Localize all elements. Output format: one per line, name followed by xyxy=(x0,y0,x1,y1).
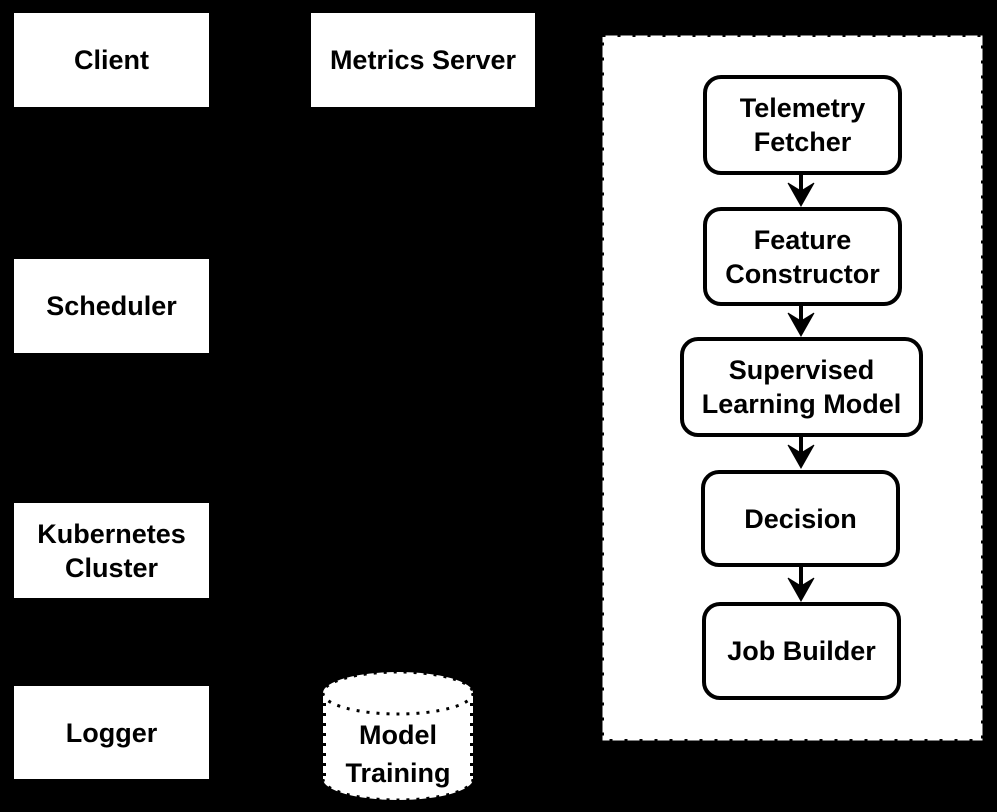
node-logger: Logger xyxy=(14,686,209,779)
step-telemetry-fetcher: Telemetry Fetcher xyxy=(703,75,902,175)
node-kubernetes-cluster-label: Kubernetes Cluster xyxy=(37,518,186,583)
node-scheduler: Scheduler xyxy=(14,259,209,353)
node-metrics-server: Metrics Server xyxy=(311,13,535,107)
node-model-training: Model Training xyxy=(323,712,473,796)
step-job-builder-label: Job Builder xyxy=(727,636,876,666)
flow-arrow-1 xyxy=(787,175,815,208)
node-client-label: Client xyxy=(73,45,149,75)
step-decision-label: Decision xyxy=(744,503,857,534)
step-telemetry-fetcher-label: Telemetry Fetcher xyxy=(739,93,866,157)
step-job-builder: Job Builder xyxy=(702,602,901,700)
node-client: Client xyxy=(14,13,209,107)
node-scheduler-label: Scheduler xyxy=(46,291,177,321)
node-kubernetes-cluster: Kubernetes Cluster xyxy=(14,503,209,598)
node-logger-label: Logger xyxy=(65,717,158,748)
node-metrics-server-label: Metrics Server xyxy=(329,45,517,75)
step-feature-constructor-label: Feature Constructor xyxy=(725,224,880,289)
step-feature-constructor: Feature Constructor xyxy=(703,207,902,306)
flow-arrow-3 xyxy=(787,437,815,470)
step-supervised-learning-model: Supervised Learning Model xyxy=(680,337,923,437)
step-supervised-learning-model-label: Supervised Learning Model xyxy=(701,355,902,419)
flow-arrow-2 xyxy=(787,306,815,338)
flow-arrow-4 xyxy=(787,567,815,603)
step-decision: Decision xyxy=(701,470,900,567)
model-training-cylinder-icon xyxy=(321,670,475,802)
node-model-training-label: Model Training xyxy=(345,720,451,788)
